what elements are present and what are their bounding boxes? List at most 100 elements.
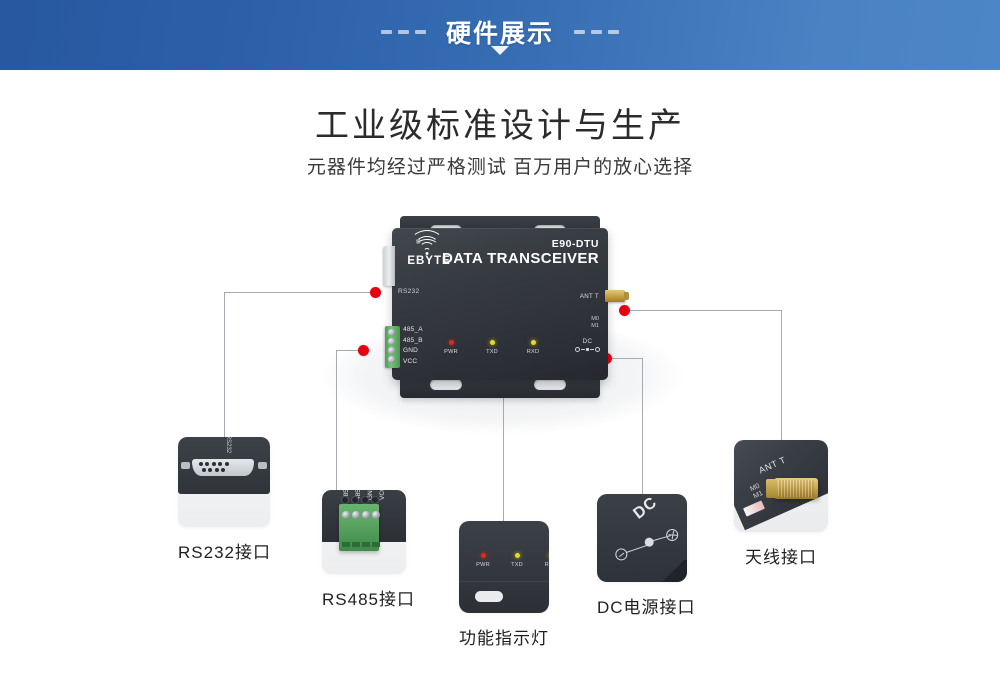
pin-label: 485_A	[403, 326, 423, 333]
leader-dot-rs232	[370, 287, 381, 298]
device-product-name: DATA TRANSCEIVER	[442, 250, 599, 267]
device-led-group: PWR TXD RXD	[442, 340, 542, 355]
callout-antenna[interactable]: ANT T M0 M1 天线接口	[734, 440, 828, 568]
callout-dc[interactable]: DC DC电源接口	[597, 494, 696, 618]
chevron-down-icon	[491, 46, 509, 55]
rs485-terminal-block	[385, 326, 400, 368]
leader-line-ant-horizontal	[630, 310, 782, 311]
banner-title: 硬件展示	[445, 20, 554, 48]
ebyte-logo-icon: ® EBYTE	[405, 230, 453, 267]
green-terminal-icon	[339, 496, 380, 551]
device-brand: ® EBYTE	[405, 230, 453, 267]
leader-dot-ant	[619, 305, 630, 316]
device-model-block: E90-DTU DATA TRANSCEIVER	[442, 238, 599, 267]
banner-dashes-right	[574, 30, 619, 34]
leader-dot-rs485	[358, 345, 369, 356]
page-subtitle: 元器件均经过严格测试 百万用户的放心选择	[306, 157, 694, 178]
antenna-connector	[605, 290, 629, 302]
pin-label: VCC	[379, 490, 386, 500]
led-indicator-icon	[548, 553, 549, 558]
dc-polarity-icon	[575, 347, 600, 352]
divider	[459, 581, 549, 582]
db9-pin-row	[202, 468, 226, 472]
registered-mark: ®	[415, 239, 439, 255]
led-label: RXD	[544, 562, 549, 568]
led-label: TXD	[511, 562, 523, 568]
callout-rs485[interactable]: 485_A 485_B GND VCC RS485接口	[322, 490, 415, 610]
page-title: 工业级标准设计与生产	[315, 107, 685, 145]
led-label: RXD	[526, 349, 540, 355]
callout-label-rs485: RS485接口	[322, 590, 415, 609]
led-txd: TXD	[509, 553, 525, 568]
leader-line-ant-vertical	[781, 310, 782, 440]
pin-label: GND	[403, 347, 419, 355]
rs232-plate: RS232	[178, 437, 270, 494]
led-txd: TXD	[483, 340, 501, 355]
dc-jack-group: DC	[575, 338, 600, 352]
leader-line-dc-vertical	[642, 358, 643, 494]
device-model: E90-DTU	[551, 238, 599, 250]
banner-content: 硬件展示	[380, 14, 619, 50]
brand-name: EBYTE	[407, 255, 451, 267]
db9-connector-icon	[192, 459, 254, 476]
led-pwr: PWR	[475, 553, 491, 568]
rs232-port-label: RS232	[398, 288, 420, 295]
led-indicator-icon	[530, 340, 536, 345]
callout-rs232[interactable]: RS232 RS232接口	[178, 437, 271, 563]
callout-image-dc: DC	[597, 494, 687, 582]
mode-label-m1: M1	[591, 323, 599, 329]
sma-threads	[778, 480, 814, 497]
callout-image-rs485: 485_A 485_B GND VCC	[322, 490, 406, 574]
leader-line-dc-horizontal	[612, 358, 643, 359]
callout-led[interactable]: PWR TXD RXD 功能指示灯	[459, 521, 549, 649]
led-indicator-icon	[480, 553, 486, 558]
callout-label-dc: DC电源接口	[597, 598, 696, 617]
mode-pin-labels: M0 M1	[591, 316, 599, 330]
callout-label-rs232: RS232接口	[178, 543, 271, 562]
led-label: TXD	[486, 349, 498, 355]
rs232-port	[384, 246, 395, 286]
callout-image-antenna: ANT T M0 M1	[734, 440, 828, 532]
mode-label-m0: M0	[591, 316, 599, 322]
led-rxd: RXD	[524, 340, 542, 355]
banner-dashes-left	[380, 30, 426, 34]
page-banner: 硬件展示	[0, 0, 1000, 70]
antenna-label: ANT T	[579, 293, 599, 300]
db9-screw-left	[181, 462, 190, 469]
led-rxd: RXD	[543, 553, 549, 568]
leader-line-rs485-vertical	[336, 350, 337, 490]
callout-led-group: PWR TXD RXD	[475, 553, 549, 568]
terminal-holes	[341, 496, 379, 504]
led-label: PWR	[444, 349, 458, 355]
dc-label: DC	[582, 338, 593, 345]
leader-line-rs232-horizontal	[224, 292, 379, 293]
leader-line-rs485-horizontal	[336, 350, 368, 351]
led-pwr: PWR	[442, 340, 460, 355]
terminal-feet	[342, 542, 380, 547]
wifi-signal-icon: ®	[405, 230, 449, 255]
card-corner-shade	[661, 560, 687, 582]
led-label: PWR	[476, 562, 490, 568]
led-indicator-icon	[514, 553, 520, 558]
device-image: ® EBYTE E90-DTU DATA TRANSCEIVER RS232 4…	[384, 216, 629, 398]
led-indicator-icon	[489, 340, 495, 345]
callout-image-rs232: RS232	[178, 437, 270, 527]
db9-screw-right	[258, 462, 267, 469]
led-indicator-icon	[448, 340, 454, 345]
pin-label: 485_B	[403, 336, 423, 344]
db9-pin-row	[199, 462, 229, 466]
leader-line-led-vertical	[503, 367, 504, 521]
mount-slot	[430, 379, 462, 390]
callout-label-antenna: 天线接口	[745, 548, 817, 567]
mount-slot	[475, 591, 503, 602]
sma-connector-icon	[766, 478, 818, 499]
device-body: ® EBYTE E90-DTU DATA TRANSCEIVER RS232 4…	[384, 228, 629, 380]
rs232-tiny-label: RS232	[225, 437, 232, 454]
leader-line-rs232-vertical	[224, 292, 225, 438]
callout-label-led: 功能指示灯	[459, 629, 549, 648]
terminal-screws	[342, 511, 380, 519]
mount-slot	[534, 379, 566, 390]
callout-image-led: PWR TXD RXD	[459, 521, 549, 613]
rs485-pin-labels: 485_A 485_B GND VCC	[403, 325, 423, 367]
